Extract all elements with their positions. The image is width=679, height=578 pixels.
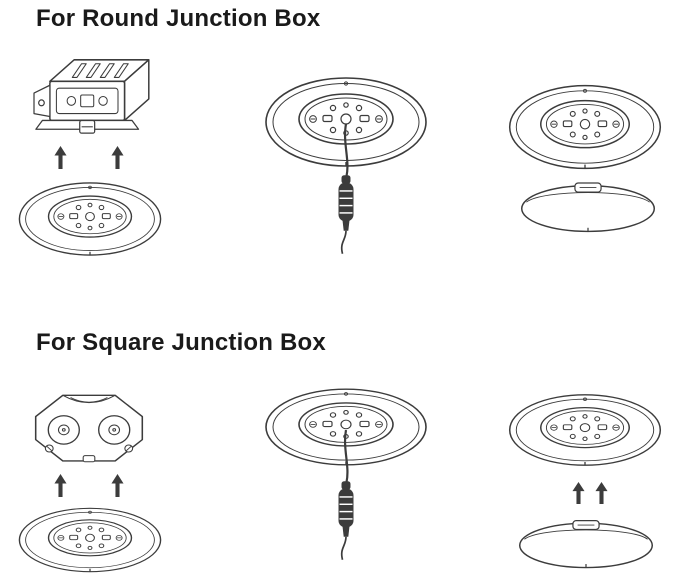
ceiling-trim-ring-icon [18, 182, 162, 256]
round-step-attach-canopy-figure [508, 84, 662, 233]
square-step-attach-canopy-figure [508, 394, 662, 569]
arrow-up-icon [54, 474, 67, 497]
ceiling-trim-ring-icon [508, 394, 662, 466]
square-junction-box-heading: For Square Junction Box [36, 329, 326, 356]
mounting-bracket-icon [33, 59, 150, 134]
square-step-mount-box-figure [18, 394, 162, 573]
arrow-up-icon [572, 482, 585, 505]
arrow-up-icon [595, 482, 608, 505]
ceiling-trim-ring-icon [508, 84, 662, 170]
octagon-junction-box-icon [34, 394, 144, 463]
round-step-connect-wire-figure [265, 77, 427, 255]
fixture-canopy-icon [520, 182, 656, 233]
fixture-canopy-icon [518, 519, 654, 569]
round-step-mount-bracket-figure [18, 59, 162, 256]
round-junction-box-heading: For Round Junction Box [36, 5, 321, 32]
arrow-up-icon [54, 146, 67, 169]
arrow-up-icon [111, 146, 124, 169]
square-step-connect-wire-figure [265, 388, 427, 561]
arrow-up-icon [111, 474, 124, 497]
ceiling-trim-ring-icon [18, 507, 162, 573]
